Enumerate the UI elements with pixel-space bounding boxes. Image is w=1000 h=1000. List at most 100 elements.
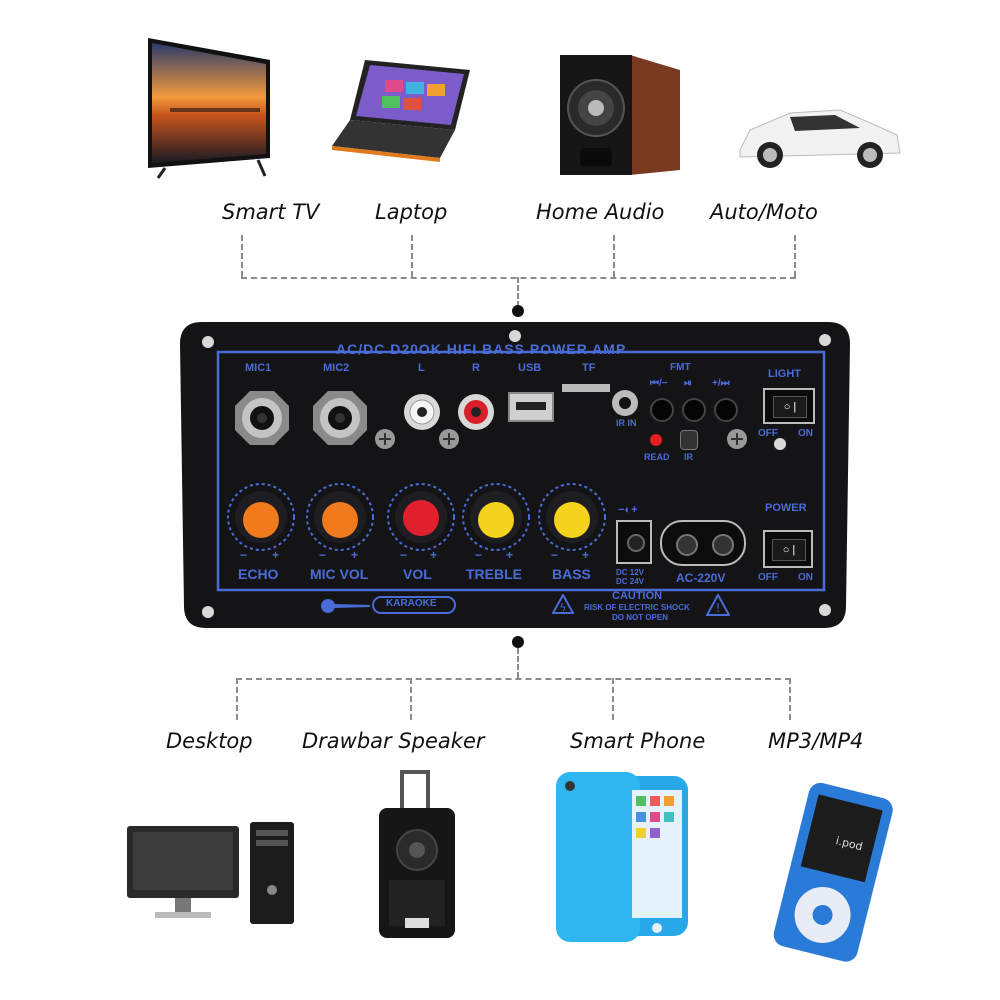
- caution-line1: RISK OF ELECTRIC SHOCK: [584, 603, 690, 612]
- karaoke-label: KARAOKE: [386, 598, 437, 609]
- connector-line: [236, 678, 791, 680]
- screw-icon: [726, 428, 748, 450]
- mic2-jack[interactable]: [310, 388, 370, 448]
- device-label-smart-phone: Smart Phone: [570, 729, 706, 753]
- knob-label-treble: TREBLE: [466, 566, 522, 582]
- karaoke-badge: [372, 596, 456, 614]
- read-label: READ: [644, 452, 670, 462]
- ac-voltage-label: AC-220V: [676, 571, 726, 585]
- laptop-icon: [330, 50, 480, 170]
- light-switch[interactable]: ○ |: [763, 388, 815, 424]
- warning-icon: ϟ: [551, 592, 575, 614]
- knob-label-echo: ECHO: [238, 566, 279, 582]
- knob-label-mic-vol: MIC VOL: [310, 566, 369, 582]
- device-label-desktop: Desktop: [166, 729, 253, 753]
- read-led: [650, 434, 662, 446]
- screw-icon: [374, 428, 396, 450]
- power-label: POWER: [765, 502, 807, 514]
- connector-line: [236, 678, 238, 720]
- svg-text:ϟ: ϟ: [559, 601, 566, 614]
- next-button-label: +/⏭: [712, 378, 730, 389]
- knob-plus: +: [582, 548, 590, 562]
- knob-minus: −: [475, 548, 483, 562]
- fmt-label: FMT: [670, 362, 691, 373]
- svg-text:!: !: [716, 601, 721, 615]
- knob-echo[interactable]: [226, 482, 296, 552]
- knob-vol[interactable]: [386, 482, 456, 552]
- connector-line: [517, 277, 519, 307]
- desktop-icon: [125, 820, 300, 930]
- connector-dot: [512, 305, 524, 317]
- power-switch[interactable]: ○ |: [763, 530, 813, 568]
- connector-dot: [512, 636, 524, 648]
- mic1-jack[interactable]: [232, 388, 292, 448]
- knob-plus: +: [430, 548, 438, 562]
- knob-treble[interactable]: [461, 482, 531, 552]
- warning-icon: !: [705, 592, 731, 616]
- knob-minus: −: [400, 548, 408, 562]
- l-label: L: [418, 362, 425, 374]
- device-label-auto-moto: Auto/Moto: [710, 200, 818, 224]
- play-pause-button[interactable]: [682, 398, 706, 422]
- light-on-label: ON: [798, 428, 813, 439]
- connector-line: [794, 235, 796, 277]
- connector-line: [789, 678, 791, 720]
- light-off-label: OFF: [758, 428, 778, 439]
- tv-icon: [130, 30, 280, 180]
- power-off-label: OFF: [758, 572, 778, 583]
- knob-label-bass: BASS: [552, 566, 591, 582]
- dc-voltage-line1: DC 12V: [616, 568, 645, 577]
- smartphone-icon: [552, 770, 692, 945]
- prev-button[interactable]: [650, 398, 674, 422]
- board-title: AC/DC D20OK HIFI BASS POWER AMP: [336, 341, 627, 357]
- trolley-speaker-icon: [375, 768, 460, 943]
- r-label: R: [472, 362, 480, 374]
- connector-line: [411, 235, 413, 277]
- tf-label: TF: [582, 362, 596, 374]
- connector-line: [612, 678, 614, 720]
- knob-mic-vol[interactable]: [305, 482, 375, 552]
- knob-label-vol: VOL: [403, 566, 432, 582]
- connector-line: [517, 648, 519, 678]
- screw-icon: [438, 428, 460, 450]
- device-label-smart-tv: Smart TV: [222, 200, 320, 224]
- usb-port[interactable]: [508, 392, 554, 422]
- ir-in-jack[interactable]: [612, 390, 638, 416]
- mp3-player-icon: i.pod: [770, 778, 895, 968]
- next-button[interactable]: [714, 398, 738, 422]
- microphone-icon: [320, 598, 372, 614]
- ir-in-label: IR IN: [616, 418, 637, 428]
- knob-minus: −: [240, 548, 248, 562]
- ac-power-socket[interactable]: [660, 520, 746, 566]
- knob-minus: −: [319, 548, 327, 562]
- play-pause-button-label: ⏯: [684, 378, 692, 389]
- connector-line: [410, 678, 412, 720]
- knob-plus: +: [506, 548, 514, 562]
- ir-sensor: [680, 430, 698, 450]
- knob-minus: −: [551, 548, 559, 562]
- dc-power-jack[interactable]: [616, 520, 652, 564]
- rca-right-jack[interactable]: [456, 392, 496, 432]
- knob-bass[interactable]: [537, 482, 607, 552]
- tf-card-slot[interactable]: [562, 384, 610, 392]
- caution-title: CAUTION: [612, 590, 663, 602]
- mic2-label: MIC2: [323, 362, 350, 374]
- svg-text:i.pod: i.pod: [834, 834, 864, 853]
- device-label-mp3-mp4: MP3/MP4: [768, 729, 864, 753]
- light-label: LIGHT: [768, 368, 801, 380]
- prev-button-label: ⏮/−: [650, 378, 668, 389]
- device-label-drawbar-speaker: Drawbar Speaker: [302, 729, 485, 753]
- connector-line: [613, 235, 615, 277]
- usb-label: USB: [518, 362, 542, 374]
- connector-line: [241, 235, 243, 277]
- dc-polarity-icon: −◐+: [618, 504, 638, 516]
- ir-label: IR: [684, 452, 693, 462]
- amplifier-board: AC/DC D20OK HIFI BASS POWER AMP MIC1 MIC…: [180, 322, 850, 628]
- rca-left-jack[interactable]: [402, 392, 442, 432]
- knob-plus: +: [272, 548, 280, 562]
- car-icon: [735, 95, 905, 175]
- caution-line2: DO NOT OPEN: [612, 613, 669, 622]
- speaker-icon: [555, 50, 685, 180]
- device-label-home-audio: Home Audio: [536, 200, 665, 224]
- device-label-laptop: Laptop: [375, 200, 448, 224]
